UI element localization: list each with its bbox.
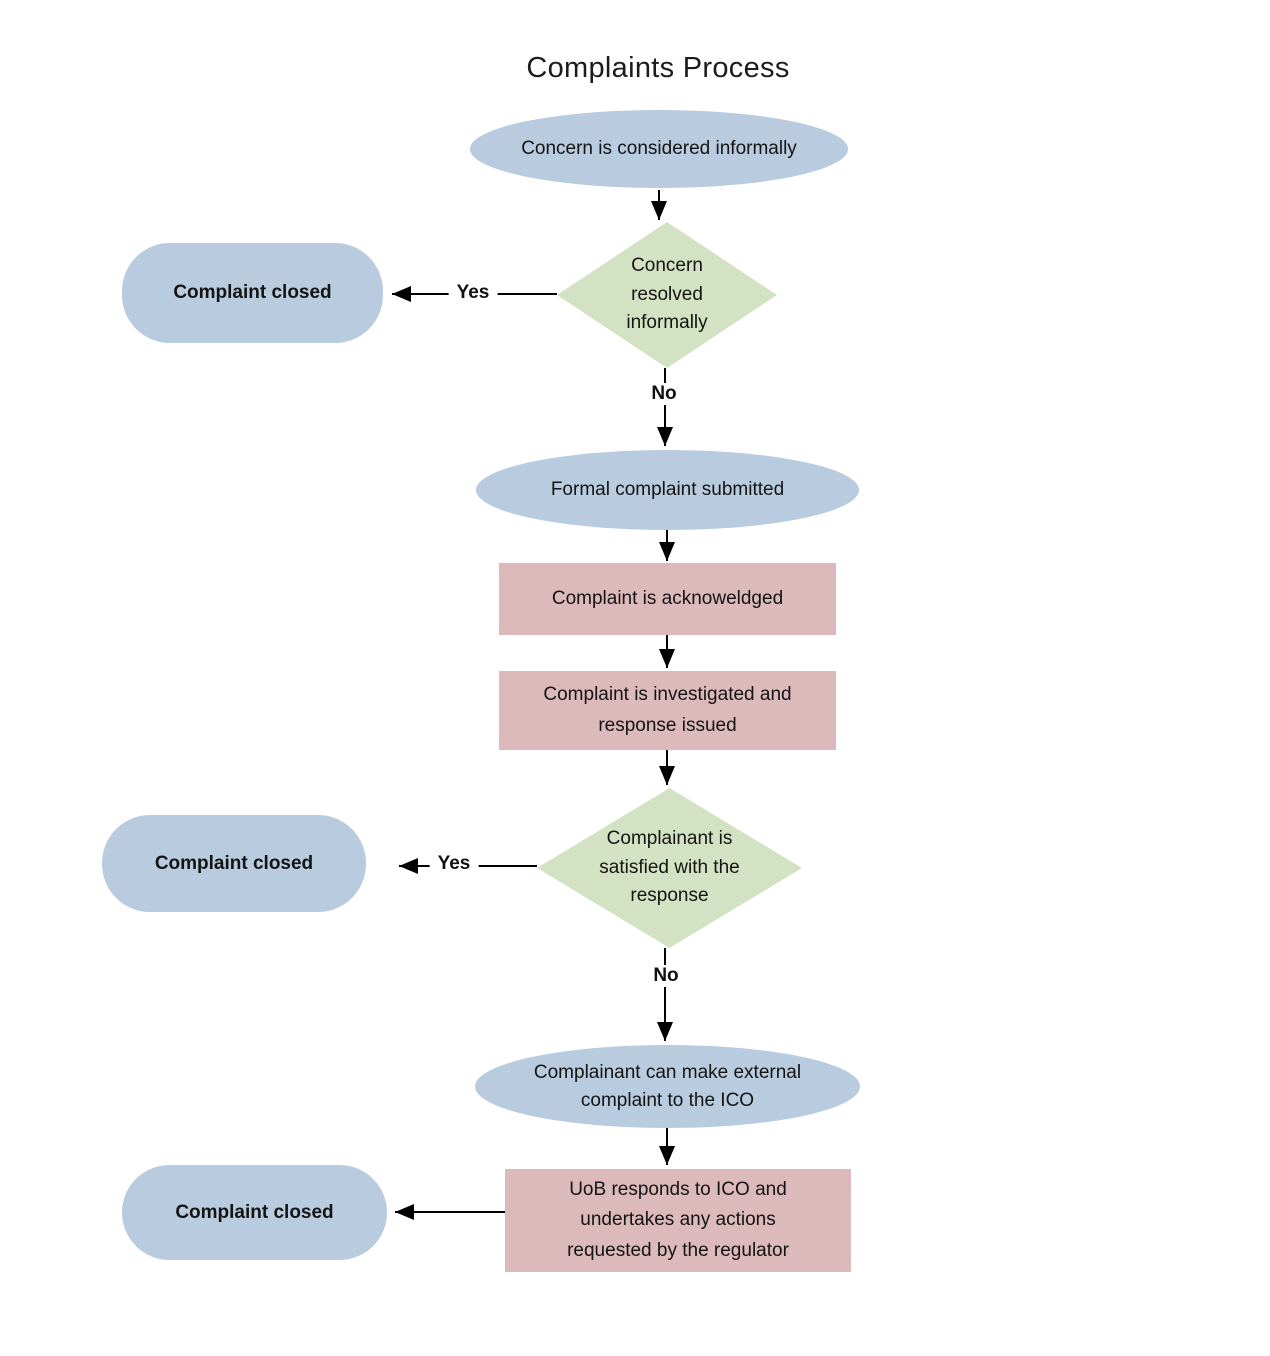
edge-label-yes-2: Yes xyxy=(429,853,479,875)
node-label: Concern resolved informally xyxy=(626,255,708,334)
node-label: Formal complaint submitted xyxy=(550,479,785,501)
node-label: Complaint closed xyxy=(154,852,314,874)
edge-label-no-2: No xyxy=(645,965,687,987)
node-start-terminator: Concern is considered informally xyxy=(470,110,848,188)
node-label: Complaint is investigated and response i… xyxy=(543,684,792,736)
node-decision-concern-resolved: Concern resolved informally xyxy=(557,222,777,368)
page-title: Complaints Process xyxy=(526,52,790,84)
node-label: Complainant can make external complaint … xyxy=(533,1061,802,1111)
node-label: Complainant is satisfied with the respon… xyxy=(599,828,740,907)
node-formal-complaint-submitted: Formal complaint submitted xyxy=(476,450,859,530)
edge-label-yes-1: Yes xyxy=(448,282,498,304)
node-label: Complaint closed xyxy=(175,1201,334,1223)
node-label: Complaint is acknoweldged xyxy=(551,587,784,609)
node-label: Complaint closed xyxy=(173,282,332,304)
node-external-complaint-ico: Complainant can make external complaint … xyxy=(475,1045,860,1128)
node-complaint-closed-1: Complaint closed xyxy=(122,243,383,343)
node-uob-responds-ico: UoB responds to ICO and undertakes any a… xyxy=(505,1169,851,1272)
node-complaint-closed-3: Complaint closed xyxy=(122,1165,387,1260)
node-label: UoB responds to ICO and undertakes any a… xyxy=(567,1178,789,1261)
node-decision-complainant-satisfied: Complainant is satisfied with the respon… xyxy=(537,788,802,948)
node-complaint-closed-2: Complaint closed xyxy=(102,815,366,912)
edge-label-no-1: No xyxy=(643,383,685,405)
node-complaint-investigated: Complaint is investigated and response i… xyxy=(499,671,836,750)
node-complaint-acknowledged: Complaint is acknoweldged xyxy=(499,563,836,635)
node-label: Concern is considered informally xyxy=(521,138,797,160)
